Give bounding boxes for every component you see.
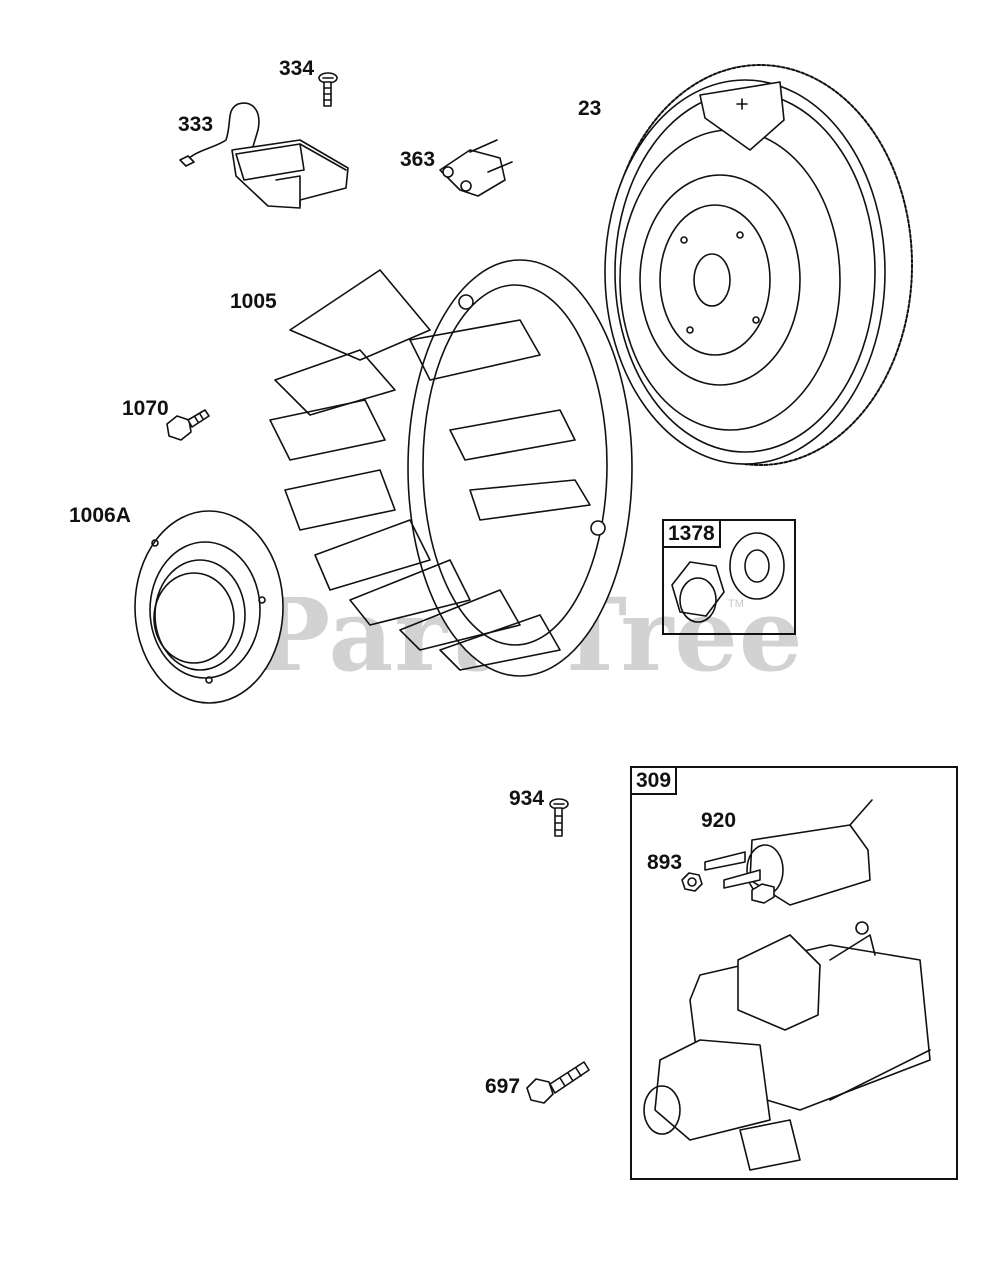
screw-934-drawing[interactable] xyxy=(549,798,569,837)
kit-309-box xyxy=(630,766,958,1180)
callout-23[interactable]: 23 xyxy=(578,97,602,120)
screw-1070-drawing[interactable] xyxy=(166,409,210,441)
kit-1378-label[interactable]: 1378 xyxy=(662,519,721,548)
callout-1070[interactable]: 1070 xyxy=(122,397,169,420)
callout-697[interactable]: 697 xyxy=(485,1075,521,1098)
callout-334[interactable]: 334 xyxy=(279,57,315,80)
callout-1005[interactable]: 1005 xyxy=(230,290,277,313)
fan-1005-drawing[interactable] xyxy=(269,259,633,677)
retainer-1006A-drawing[interactable] xyxy=(134,510,284,704)
kit-1378-drawing[interactable] xyxy=(671,532,785,623)
callout-920[interactable]: 920 xyxy=(701,809,737,832)
solenoid-920-drawing[interactable] xyxy=(704,799,873,906)
screw-697-drawing[interactable] xyxy=(526,1061,590,1104)
watermark-trademark: TM xyxy=(728,598,744,610)
callout-1006A[interactable]: 1006A xyxy=(69,504,131,527)
switch-363-drawing[interactable] xyxy=(439,139,513,197)
starter-motor-drawing[interactable] xyxy=(643,921,931,1171)
flywheel-23-drawing[interactable] xyxy=(604,64,913,466)
callout-333[interactable]: 333 xyxy=(178,113,214,136)
callout-363[interactable]: 363 xyxy=(400,148,436,171)
kit-1378-box xyxy=(662,519,796,635)
nut-893-drawing[interactable] xyxy=(681,872,703,892)
screw-334-drawing[interactable] xyxy=(318,72,338,107)
callout-893[interactable]: 893 xyxy=(647,851,683,874)
callout-934[interactable]: 934 xyxy=(509,787,545,810)
kit-309-label[interactable]: 309 xyxy=(630,766,678,795)
armature-333-drawing[interactable] xyxy=(179,102,349,209)
